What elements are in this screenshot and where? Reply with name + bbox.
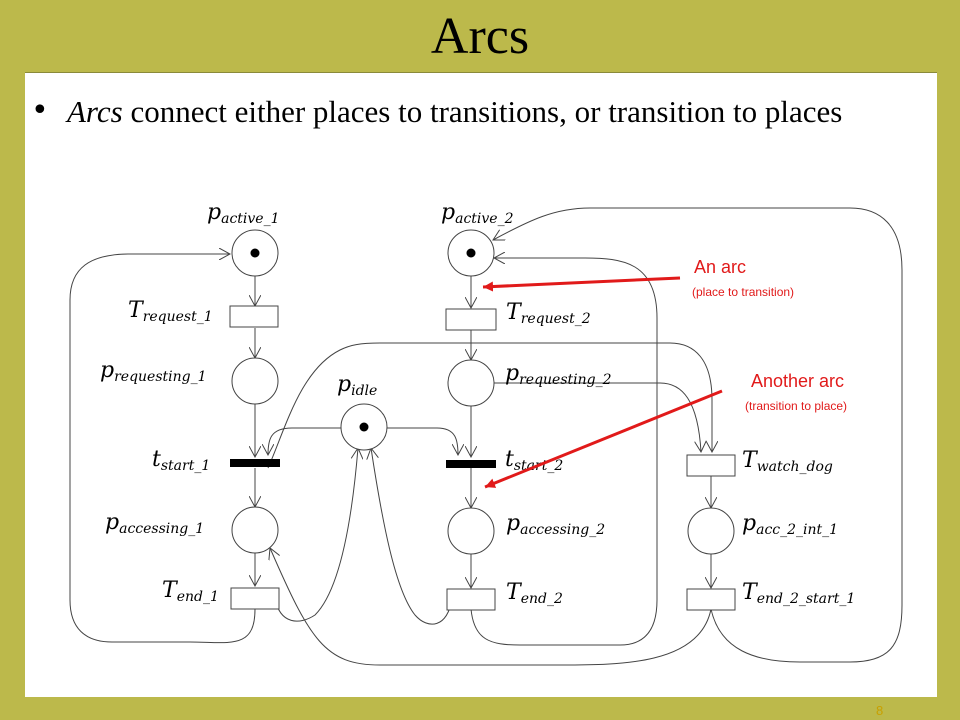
token-active1 <box>250 248 260 258</box>
bullet-icon: • <box>31 93 49 128</box>
label-requesting1: prequesting_1 <box>100 358 207 385</box>
label-end2start1: Tend_2_start_1 <box>742 580 855 607</box>
bullet-rest: connect either places to transitions, or… <box>122 94 843 129</box>
arc-end1-active1 <box>69 254 256 644</box>
annotation-2-sub: (transition to place) <box>745 399 847 413</box>
place-accessing2 <box>447 507 495 555</box>
label-idle: pidle <box>337 372 377 399</box>
label-acc2int1: pacc_2_int_1 <box>742 511 838 538</box>
arc-end2start1-active2 <box>493 207 903 663</box>
arc-idle-start1 <box>268 427 342 455</box>
arc-end2-active2 <box>470 258 658 646</box>
arc-start1-watchdog <box>267 342 712 469</box>
label-requesting2: prequesting_2 <box>505 361 612 388</box>
label-end1: Tend_1 <box>162 578 219 605</box>
arc-end2start1-accessing1 <box>270 548 712 666</box>
label-accessing2: paccessing_2 <box>506 511 605 538</box>
annotation-1-sub: (place to transition) <box>692 285 794 299</box>
transition-start2 <box>446 460 496 468</box>
place-requesting2 <box>447 359 495 407</box>
label-watchdog: Twatch_dog <box>742 448 833 475</box>
transition-watchdog <box>686 454 736 477</box>
arc-end1-idle <box>274 448 358 622</box>
page-number: 8 <box>876 703 884 718</box>
transition-start1 <box>230 459 280 467</box>
transition-end2start1 <box>686 588 736 611</box>
arc-idle-start2 <box>387 427 458 455</box>
label-request2: Trequest_2 <box>506 300 591 327</box>
bullet-text: Arcs connect either places to transition… <box>67 91 917 133</box>
place-requesting1 <box>231 357 279 405</box>
token-idle <box>359 422 369 432</box>
place-acc2int1 <box>687 507 735 555</box>
annotation-arrow-1 <box>482 276 681 292</box>
arc-requesting2-watchdog <box>494 382 701 452</box>
transition-end2 <box>446 588 496 611</box>
annotation-1-title: An arc <box>694 257 746 277</box>
label-end2: Tend_2 <box>506 580 563 607</box>
label-request1: Trequest_1 <box>128 298 213 325</box>
transition-request2 <box>445 308 497 331</box>
place-accessing1 <box>231 506 279 554</box>
slide-title: Arcs <box>430 8 530 65</box>
arc-end2-idle <box>371 448 453 625</box>
label-start2: tstart_2 <box>505 447 563 474</box>
label-accessing1: paccessing_1 <box>105 510 204 537</box>
transition-request1 <box>229 305 279 328</box>
transition-end1 <box>230 587 280 610</box>
bullet-term: Arcs <box>67 94 123 129</box>
annotation-2-title: Another arc <box>751 371 844 391</box>
label-active2: pactive_2 <box>441 200 514 227</box>
label-start1: tstart_1 <box>152 447 210 474</box>
annotation-arrow-2 <box>484 389 723 489</box>
token-active2 <box>466 248 476 258</box>
label-active1: pactive_1 <box>207 200 280 227</box>
